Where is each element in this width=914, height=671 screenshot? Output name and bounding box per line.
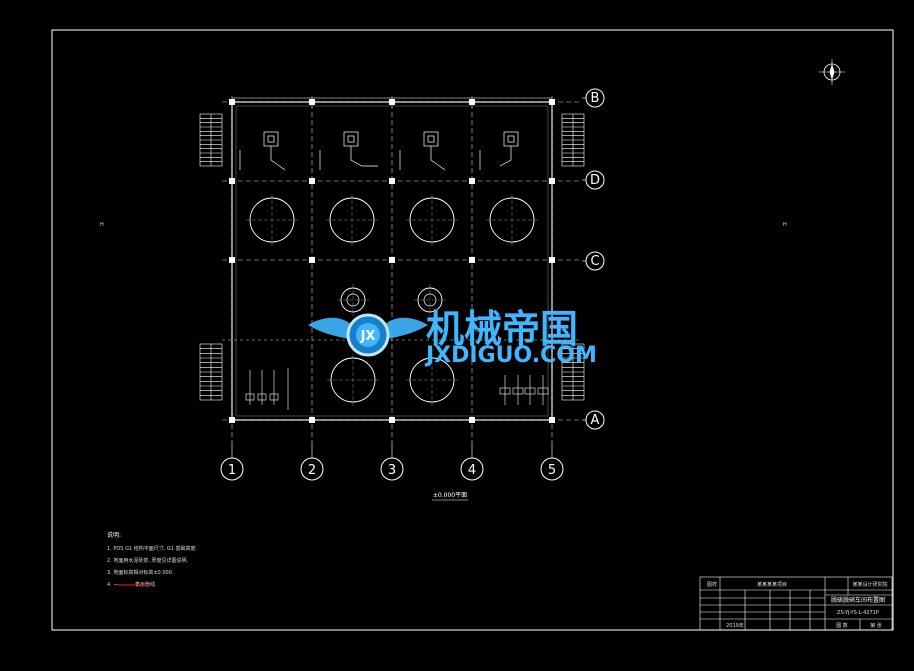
column-axis-label: 1 (228, 463, 236, 478)
title-block-sheet: 第 张 (870, 622, 882, 629)
column-post (309, 257, 315, 263)
row-axis-bubbles: B D C A (582, 88, 605, 430)
column-axis-label: 4 (468, 463, 476, 478)
notes-line-3: 3. 地面标高相对标高±0.000. (107, 569, 174, 576)
title-block-date: 2019年 (726, 622, 744, 629)
title-block-company: 某某设计研究院 (852, 581, 887, 588)
column-axis-circle (300, 457, 324, 481)
watermark-cn: 机械帝国 (426, 307, 578, 351)
column-axis-label: 2 (308, 463, 316, 478)
column-post (469, 417, 475, 423)
tank-inner-circle (423, 293, 437, 307)
row-axis-label: D (590, 173, 600, 188)
title-block-project: 某某某某项目 (757, 582, 787, 588)
column-post (309, 417, 315, 423)
row-axis-circle (585, 251, 605, 271)
notes-title: 说明: (107, 531, 121, 539)
staircase-bottom-right (561, 343, 585, 401)
column-post (389, 417, 395, 423)
column-axis-circle (380, 457, 404, 481)
column-post (469, 257, 475, 263)
column-post (549, 257, 555, 263)
column-post (229, 257, 235, 263)
watermark-en: JXDIGUO.COM (424, 343, 597, 368)
drawing-frame (51, 29, 894, 631)
column-post (389, 257, 395, 263)
column-post (389, 99, 395, 105)
column-post (309, 99, 315, 105)
column-axis-label: 5 (548, 463, 556, 478)
staircase-bottom-left (199, 343, 223, 401)
watermark-logo: JX 机械帝国 JXDIGUO.COM (308, 307, 597, 368)
column-post (229, 99, 235, 105)
staircase-top-right (561, 113, 585, 167)
column-post (229, 417, 235, 423)
tank-circles (246, 194, 538, 406)
title-block-number: ZS-YJ-YS-L-4271P (837, 610, 879, 616)
title-block-drawing-title: 脱硫脱硝车间布置图 (831, 596, 885, 604)
column-post (549, 417, 555, 423)
column-axis-circle (460, 457, 484, 481)
axis-grid-lines (222, 96, 582, 442)
title-block-header: 图样 (707, 581, 717, 588)
row-axis-circle (585, 88, 605, 108)
row-axis-label: B (591, 91, 600, 106)
right-side-mark: H (783, 222, 787, 228)
column-post (549, 178, 555, 184)
title-block (699, 576, 893, 631)
column-axis-label: 3 (388, 463, 396, 478)
notes-block: 说明: 1. POS G1 结构平面尺寸, G1 基础高度. 2. 地面用水泥砂… (107, 531, 198, 588)
column-post (229, 178, 235, 184)
watermark-badge: JX (360, 329, 376, 344)
row-axis-label: A (591, 413, 600, 428)
title-block-scale: 图 数 (836, 622, 848, 629)
pump-group (245, 368, 549, 410)
column-posts (229, 99, 555, 423)
gear-wing-icon: JX (308, 313, 428, 357)
notes-line-1: 1. POS G1 结构平面尺寸, G1 基础高度. (107, 545, 198, 552)
plan-caption: ±0.000平面 (432, 492, 468, 501)
column-post (549, 99, 555, 105)
row-axis-circle (585, 170, 605, 190)
left-side-mark: H (100, 222, 104, 228)
column-post (469, 178, 475, 184)
column-post (469, 99, 475, 105)
column-axis-circle (220, 457, 244, 481)
column-post (309, 178, 315, 184)
tank-inner-circle (346, 293, 360, 307)
notes-line-2: 2. 地面用水泥砂浆, 厚度见详图说明. (107, 557, 189, 564)
plan-label: ±0.000平面 (433, 492, 467, 499)
compass-icon (819, 59, 845, 85)
column-axis-circle (540, 457, 564, 481)
staircase-top-left (199, 113, 223, 167)
equipment-boxes (239, 131, 519, 171)
column-post (389, 178, 395, 184)
row-axis-label: C (590, 254, 599, 269)
row-axis-circle (585, 410, 605, 430)
column-axis-bubbles: 1 2 3 4 5 (220, 442, 564, 481)
